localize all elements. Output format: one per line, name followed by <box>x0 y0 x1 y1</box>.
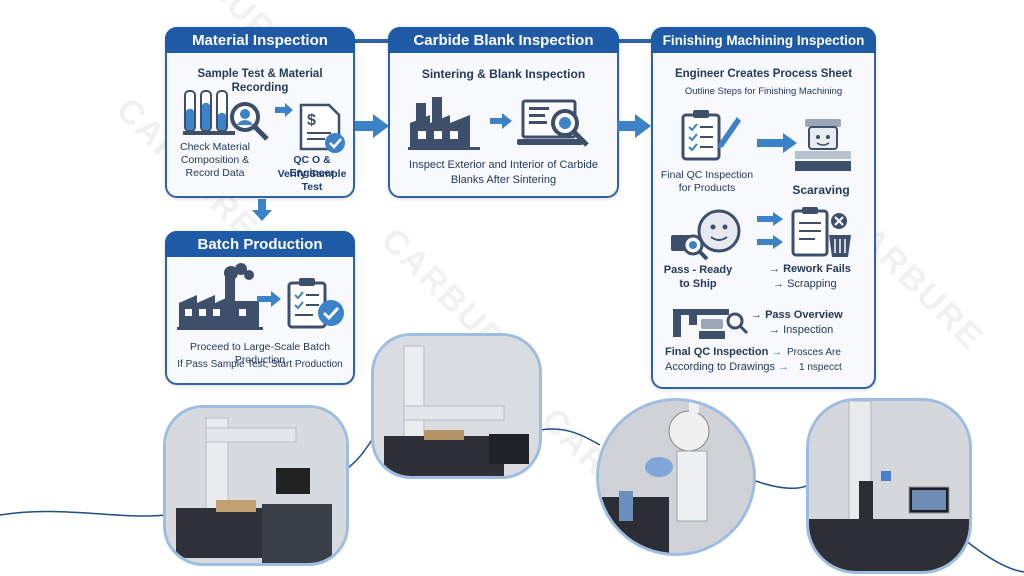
finishing-machining-card: Finishing Machining Inspection Engineer … <box>651 27 876 389</box>
clipboard-trash-icon <box>791 207 851 257</box>
pass-overview-text: Pass Overview <box>765 309 843 321</box>
clipboard-check-icon <box>287 278 344 329</box>
test-tubes-icon <box>183 90 269 141</box>
pass-overview-label: → Pass Overview <box>751 309 843 321</box>
arrow-right-icon <box>490 113 512 129</box>
factory-icon <box>408 97 480 150</box>
flow-arrow-right <box>617 114 651 138</box>
svg-text:$: $ <box>307 112 316 129</box>
final-qc-text: Final QC Inspection <box>665 346 769 358</box>
prosces-label: Prosces Are <box>787 347 841 358</box>
flow-arrow-down <box>252 199 272 221</box>
connector-bar <box>352 39 392 43</box>
batch-caption-1: Proceed to Large-Scale Batch Production <box>189 341 331 367</box>
material-left-caption: Check Material Composition & Record Data <box>179 141 251 180</box>
scaraving-label: Scaraving <box>792 183 850 197</box>
batch-production-card: Batch Production Proceed to Large-Scale … <box>165 231 355 385</box>
scrapping-text: Scrapping <box>787 278 837 290</box>
final-qc-label: Final QC Inspection → <box>665 346 783 358</box>
lab-photo-cmm-1 <box>163 405 349 566</box>
material-right-caption-2: Verify Sample Test <box>277 168 347 194</box>
clipboard-pen-icon <box>681 110 741 161</box>
rework-fails-text: Rework Fails <box>783 263 851 275</box>
arrow-right-icon <box>275 103 293 117</box>
according-label: According to Drawings → <box>665 361 790 373</box>
batch-production-title: Batch Production <box>165 231 355 257</box>
batch-caption-2: If Pass Sample Test, Start Production <box>177 359 343 370</box>
flow-arrow-right <box>355 114 389 138</box>
laptop-magnifier-icon <box>517 99 589 147</box>
inspection-text: Inspection <box>783 324 834 336</box>
pass-ready-label: Pass - Ready to Ship <box>663 264 733 290</box>
finishing-subtitle: Engineer Creates Process Sheet <box>674 68 853 80</box>
material-right-caption-1: QC O & Engineer <box>289 154 335 180</box>
document-check-icon: $ <box>299 103 345 153</box>
qc-caption: Final QC Inspection for Products <box>660 169 754 195</box>
lab-photo-hardness-tester <box>596 398 756 556</box>
inspection-label: → Inspection <box>769 324 834 336</box>
carbide-blank-inspection-card: Carbide Blank Inspection Sintering & Bla… <box>388 27 619 198</box>
arrow-right-icon <box>757 212 783 226</box>
material-inspection-card: Material Inspection Sample Test & Materi… <box>165 27 355 198</box>
lab-photo-cmm-2 <box>371 333 542 479</box>
arrow-right-icon <box>257 291 281 307</box>
caliper-gauge-icon <box>673 309 749 339</box>
face-magnifier-icon <box>671 209 741 261</box>
carbide-blank-title: Carbide Blank Inspection <box>388 27 619 53</box>
according-text: According to Drawings <box>665 361 776 373</box>
nspecct-label: 1 nspecct <box>799 362 842 373</box>
machine-robot-icon <box>795 119 851 171</box>
material-subtitle: Sample Test & Material Recording <box>197 68 323 95</box>
carbide-caption-1: Inspect Exterior and Interior of Carbide <box>409 159 598 171</box>
connector-bar <box>615 39 655 43</box>
material-inspection-title: Material Inspection <box>165 27 355 53</box>
carbide-caption-2: Blanks After Sintering <box>450 174 557 186</box>
carbide-subtitle: Sintering & Blank Inspection <box>421 67 586 81</box>
arrow-right-icon <box>757 133 797 153</box>
scrapping-label: → Scrapping <box>773 278 837 290</box>
rework-fails-label: → Rework Fails <box>769 263 851 275</box>
factory-smoke-icon <box>177 263 263 330</box>
lab-photo-measuring-station <box>806 398 972 574</box>
finishing-subsubtitle: Outline Steps for Finishing Machining <box>684 86 843 97</box>
arrow-right-icon <box>757 235 783 249</box>
finishing-machining-title: Finishing Machining Inspection <box>651 27 876 53</box>
